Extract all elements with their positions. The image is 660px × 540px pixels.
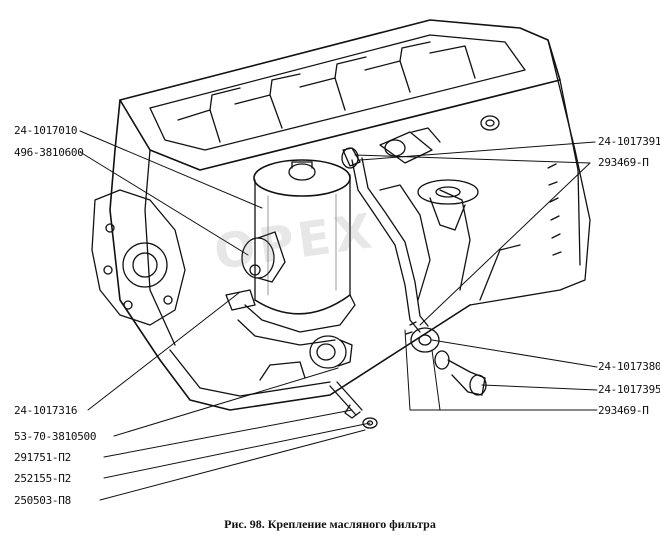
figure-caption: Рис. 98. Крепление масляного фильтра (224, 517, 436, 531)
part-label-250503-p8: 250503-П8 (14, 494, 71, 507)
part-label-24-1017010: 24-1017010 (14, 124, 78, 137)
oil-filter (237, 159, 356, 346)
part-label-24-1017395: 24-1017395 (598, 383, 660, 396)
part-label-24-1017391: 24-1017391 (598, 135, 660, 148)
part-label-53-70-3810500: 53-70-3810500 (14, 430, 97, 443)
engine-block (91, 19, 591, 411)
part-label-252155-p2: 252155-П2 (14, 472, 71, 485)
leader-lines (79, 130, 598, 501)
part-label-24-1017316: 24-1017316 (14, 404, 78, 417)
part-label-293469-p-top: 293469-П (598, 156, 649, 169)
part-label-291751-p2: 291751-П2 (14, 451, 71, 464)
pressure-sender-front (309, 335, 353, 369)
pressure-sender-left (225, 231, 286, 311)
stud-assembly (329, 381, 378, 429)
part-label-24-1017380: 24-1017380 (598, 360, 660, 373)
oil-pipe (341, 127, 487, 396)
part-label-293469-p-bottom: 293469-П (598, 404, 649, 417)
part-label-496-3810600: 496-3810600 (14, 146, 84, 159)
